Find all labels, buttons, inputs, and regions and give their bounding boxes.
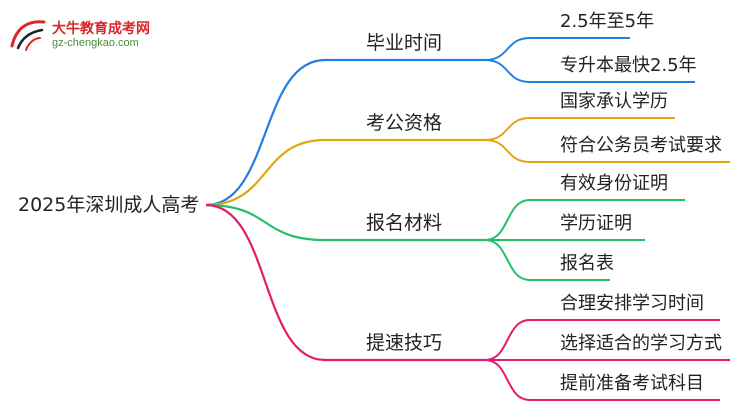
leaf-connector-2-0: [484, 199, 531, 241]
leaf-connector-2-2: [484, 239, 531, 281]
site-logo[interactable]: 大牛教育成考网 gz-chengkao.com: [8, 14, 168, 54]
branch-connector-1: [205, 138, 326, 207]
logo-title: 大牛教育成考网: [52, 21, 150, 37]
leaf-node-label: 选择适合的学习方式: [560, 333, 722, 354]
logo-mark-icon: [10, 20, 46, 51]
leaf-node-label: 报名表: [560, 253, 614, 274]
leaf-node-label: 学历证明: [560, 213, 632, 234]
leaf-connector-1-0: [484, 117, 531, 141]
branch-node-label: 提速技巧: [366, 332, 443, 354]
branch-node-label: 考公资格: [366, 112, 443, 134]
branch-node-label: 报名材料: [366, 212, 443, 234]
root-node-label: 2025年深圳成人高考: [18, 194, 200, 216]
branch-connector-3: [205, 203, 326, 362]
leaf-connector-1-1: [484, 139, 531, 163]
leaf-node-label: 合理安排学习时间: [560, 293, 704, 314]
logo-url: gz-chengkao.com: [52, 37, 139, 49]
branch-connector-2: [205, 203, 326, 242]
leaf-connector-0-1: [484, 59, 531, 83]
branch-connector-0: [205, 58, 326, 207]
leaf-node-label: 专升本最快2.5年: [560, 55, 697, 76]
leaf-connector-3-0: [484, 319, 531, 361]
leaf-node-label: 国家承认学历: [560, 91, 668, 112]
leaf-connector-3-2: [484, 359, 531, 401]
leaf-node-label: 符合公务员考试要求: [560, 135, 722, 156]
leaf-connector-0-0: [484, 37, 531, 61]
leaf-node-label: 2.5年至5年: [560, 11, 655, 32]
leaf-node-label: 提前准备考试科目: [560, 373, 704, 394]
leaf-node-label: 有效身份证明: [560, 173, 668, 194]
branch-node-label: 毕业时间: [366, 32, 443, 54]
